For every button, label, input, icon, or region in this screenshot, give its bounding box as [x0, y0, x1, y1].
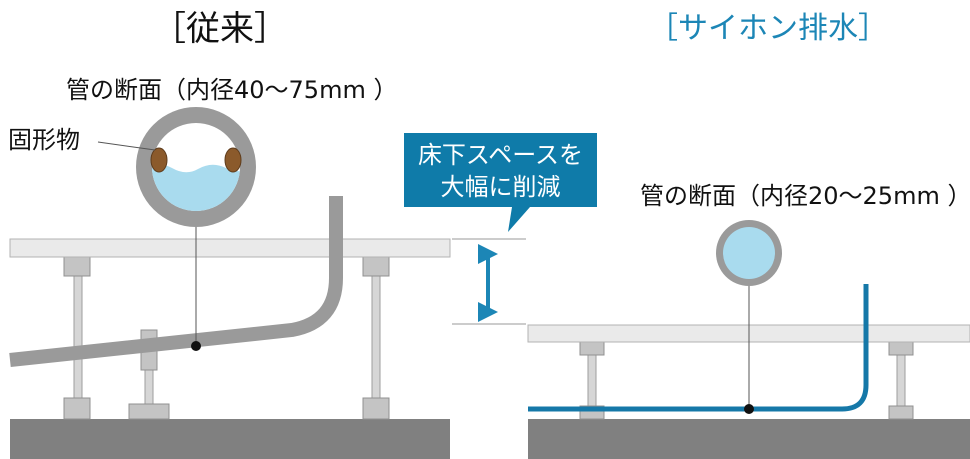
solid-waste-icon: [224, 147, 242, 173]
callout-line-2: 大幅に削減: [440, 173, 561, 201]
callout-text: 床下スペースを 大幅に削減: [404, 133, 597, 207]
solid-waste-icon: [150, 147, 168, 173]
title-conventional: ［従来］: [152, 9, 288, 49]
section-point-left: [191, 341, 201, 351]
pipe-cross-section-large: [136, 107, 256, 227]
siphon-pipe-small: [528, 284, 869, 412]
caption-conventional-section: 管の断面（内径40～75mm ）: [66, 76, 398, 104]
callout-box: [404, 133, 597, 232]
ground-left: [10, 419, 450, 459]
space-reduction-indicator: [404, 133, 597, 325]
floor-slab-left: [9, 238, 451, 258]
drain-pipe-large: [9, 196, 343, 367]
caption-siphon-section: 管の断面（内径20～25mm ）: [640, 182, 970, 210]
callout-line-1: 床下スペースを: [417, 141, 584, 169]
title-siphon: ［サイホン排水］: [648, 11, 888, 46]
conventional-scene: [9, 107, 451, 459]
support-post-left-1: [63, 255, 91, 420]
solids-leader-line: [97, 141, 156, 151]
solids-label: 固形物: [8, 126, 80, 154]
support-post-right-2: [888, 340, 914, 420]
support-post-left-2: [362, 255, 390, 420]
siphon-scene: [527, 220, 970, 459]
pipe-cross-section-small: [716, 220, 782, 286]
ground-right: [528, 419, 970, 459]
section-point-right: [744, 404, 754, 414]
